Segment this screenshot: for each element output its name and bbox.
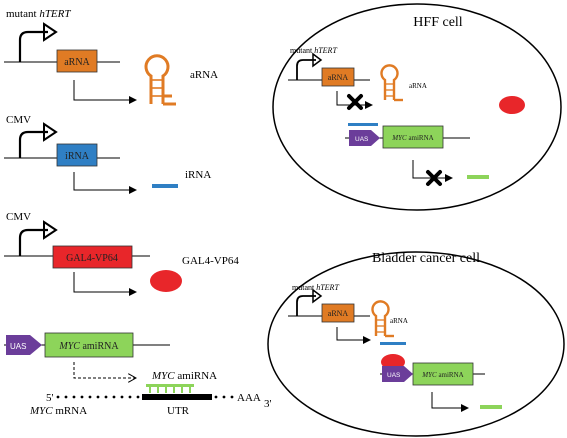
hff-gal4-protein-icon [499,96,525,114]
promoter-arrow-icon [18,30,48,62]
bladder-uas-element-icon [382,366,413,382]
bladder-arna-hairpin-icon [371,300,394,338]
gal4-protein-icon [150,270,182,292]
gal4-gene-label: GAL4-VP64 [66,253,118,264]
hff-blocked-x-icon-2 [426,170,442,186]
uas-label: UAS [10,342,26,351]
hff-cell: HFF cell mutant hTERT aRNA aRNA UAS MYC … [272,3,562,211]
hff-myc-amirna-gene-label: MYC amiRNA [391,134,433,142]
bladder-myc-amirna-gene-box [412,362,474,386]
translation-arrow [73,272,137,296]
promoter-label-cmv: CMV [6,211,31,223]
gal4-gene-box [52,245,133,269]
construct-arna: mutant hTERT aRNA aRNA [4,8,218,106]
three-prime-label: 3' [264,398,272,410]
amirna-strand-icon [146,384,194,393]
hff-uas-label: UAS [355,136,369,143]
arna-gene-box [56,49,98,73]
dashed-transcription-arrow [73,362,136,378]
amirna-target-label: MYC amiRNA [151,370,217,382]
hff-arna-gene-label: aRNA [328,73,349,82]
construct-irna: CMV iRNA iRNA [4,114,211,194]
irna-product-label: iRNA [185,169,211,181]
transcription-arrow [412,160,453,182]
hff-irna-bound-bar [348,123,378,126]
promoter-arrow-icon [18,130,48,158]
arna-hairpin-icon [144,54,176,106]
construct-gal4: CMV GAL4-VP64 GAL4-VP64 [4,211,239,296]
bladder-amirna-product-bar [480,405,502,409]
gal4-product-label: GAL4-VP64 [182,255,239,267]
hff-myc-amirna-gene-box [382,125,444,149]
irna-product-bar [152,184,178,188]
hff-promoter-label: mutant hTERT [290,46,337,55]
myc-mrna-label: MYC mRNA [29,405,87,417]
five-prime-label: 5' [46,392,54,404]
bladder-cell-title: Bladder cancer cell [372,251,480,266]
bladder-uas-label: UAS [387,372,401,379]
irna-gene-label: iRNA [65,151,90,162]
promoter-label-cmv: CMV [6,114,31,126]
promoter-label-mutant-htert: mutant hTERT [6,8,71,20]
arna-gene-label: aRNA [64,57,90,68]
transcription-arrow [431,392,469,412]
hff-amirna-product-bar [467,175,489,179]
bladder-arna-product-label: aRNA [390,317,408,325]
promoter-arrow-icon [296,59,316,80]
hff-cell-membrane [272,3,562,211]
bladder-arna-gene-label: aRNA [328,309,349,318]
promoter-arrowhead-icon [312,288,323,304]
promoter-arrowhead-icon [312,52,323,68]
poly-a-label: AAA [237,392,261,404]
promoter-arrowhead-icon [43,22,58,42]
construct-myc-amirna: UAS MYC amiRNA [4,332,170,378]
utr-bar [142,394,212,400]
myc-amirna-gene-label: MYC amiRNA [58,341,119,352]
hff-uas-element-icon [349,130,380,146]
uas-element-icon [6,335,42,355]
utr-label: UTR [167,405,190,417]
transcription-arrow [73,172,137,194]
myc-amirna-gene-box [44,332,134,358]
bladder-arna-gene-box [321,303,355,323]
irna-gene-box [56,143,98,167]
bladder-promoter-label: mutant hTERT [292,283,339,292]
hff-arna-hairpin-icon [380,64,403,102]
promoter-arrowhead-icon [43,122,58,142]
promoter-arrow-icon [296,295,316,316]
bladder-myc-amirna-gene-label: MYC amiRNA [421,371,463,379]
transcription-arrow [73,80,137,104]
bladder-irna-bound-bar [380,342,406,345]
hff-cell-title: HFF cell [413,15,463,30]
hff-arna-gene-box [321,67,355,87]
bladder-cancer-cell: Bladder cancer cell mutant hTERT aRNA aR… [267,251,565,437]
hff-blocked-x-icon [347,94,363,110]
transcription-arrow [336,327,371,344]
myc-mrna-target: MYC amiRNA 5' AAA 3' MYC mRNA UTR [29,370,272,417]
promoter-arrow-icon [18,228,48,256]
bladder-cell-membrane [267,251,565,437]
hff-arna-product-label: aRNA [409,82,427,90]
promoter-arrowhead-icon [43,220,58,240]
mrna-dotted-line [56,395,234,399]
arna-product-label: aRNA [190,69,218,81]
